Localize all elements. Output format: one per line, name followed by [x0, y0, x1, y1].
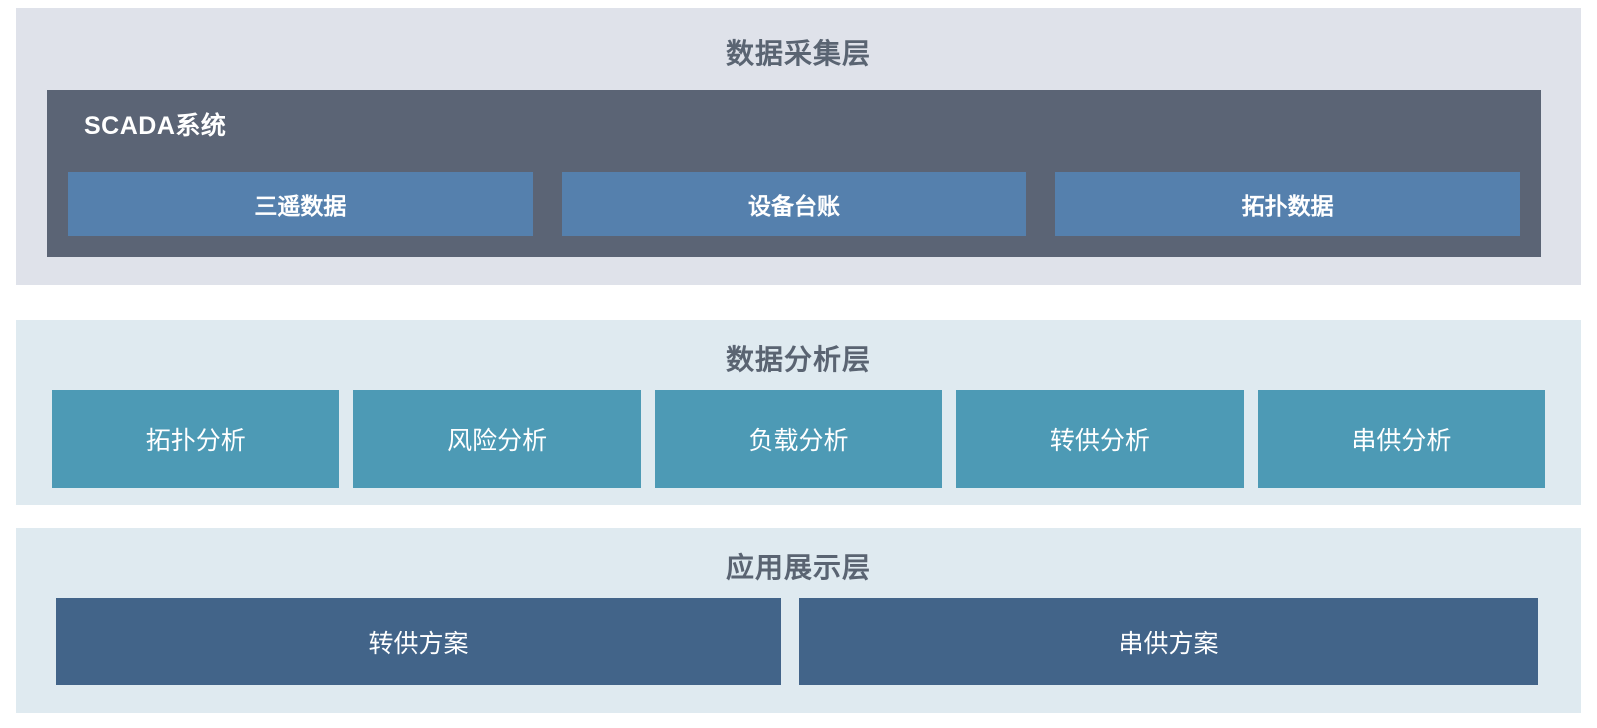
scada-system-group: SCADA系统 三遥数据 设备台账 拓扑数据: [47, 90, 1541, 257]
layer-panel-application-presentation: 应用展示层 转供方案 串供方案: [16, 528, 1581, 713]
node-label-topology-analysis: 拓扑分析: [145, 427, 246, 455]
node-box-topology-data[interactable]: 拓扑数据: [1055, 172, 1521, 236]
node-box-load-analysis[interactable]: 负载分析: [654, 390, 943, 488]
node-box-equipment-ledger[interactable]: 设备台账: [561, 172, 1027, 236]
analysis-node-row: 拓扑分析 风险分析 负载分析 转供分析 串供分析: [52, 390, 1546, 488]
layer-panel-data-analysis: 数据分析层 拓扑分析 风险分析 负载分析 转供分析 串供分析: [16, 320, 1581, 505]
node-box-series-supply-plan[interactable]: 串供方案: [799, 598, 1538, 685]
node-label-series-supply-plan: 串供方案: [1118, 629, 1219, 658]
node-box-series-supply-analysis[interactable]: 串供分析: [1257, 390, 1546, 488]
node-label-topology-data: 拓扑数据: [1241, 193, 1334, 219]
scada-system-group-label: SCADA系统: [84, 112, 227, 140]
layer-title-data-acquisition: 数据采集层: [725, 38, 871, 69]
node-label-equipment-ledger: 设备台账: [748, 193, 840, 219]
layer-title-application-presentation: 应用展示层: [725, 552, 871, 583]
node-box-transfer-supply-analysis[interactable]: 转供分析: [956, 390, 1244, 488]
acquisition-node-row: 三遥数据 设备台账 拓扑数据: [68, 172, 1521, 236]
layer-panel-data-acquisition: 数据采集层 SCADA系统 三遥数据 设备台账 拓扑数据: [16, 8, 1581, 285]
layer-title-data-analysis: 数据分析层: [725, 344, 871, 375]
node-label-series-supply-analysis: 串供分析: [1351, 427, 1452, 455]
application-node-row: 转供方案 串供方案: [56, 598, 1538, 685]
node-label-load-analysis: 负载分析: [748, 427, 849, 455]
node-label-transfer-supply-plan: 转供方案: [368, 629, 469, 658]
node-box-topology-analysis[interactable]: 拓扑分析: [52, 390, 340, 488]
node-box-risk-analysis[interactable]: 风险分析: [353, 390, 641, 488]
node-label-three-remote-data: 三遥数据: [254, 193, 347, 219]
node-label-transfer-supply-analysis: 转供分析: [1049, 427, 1150, 455]
node-label-risk-analysis: 风险分析: [447, 427, 548, 455]
node-box-transfer-supply-plan[interactable]: 转供方案: [56, 598, 781, 685]
node-box-three-remote-data[interactable]: 三遥数据: [68, 172, 533, 236]
